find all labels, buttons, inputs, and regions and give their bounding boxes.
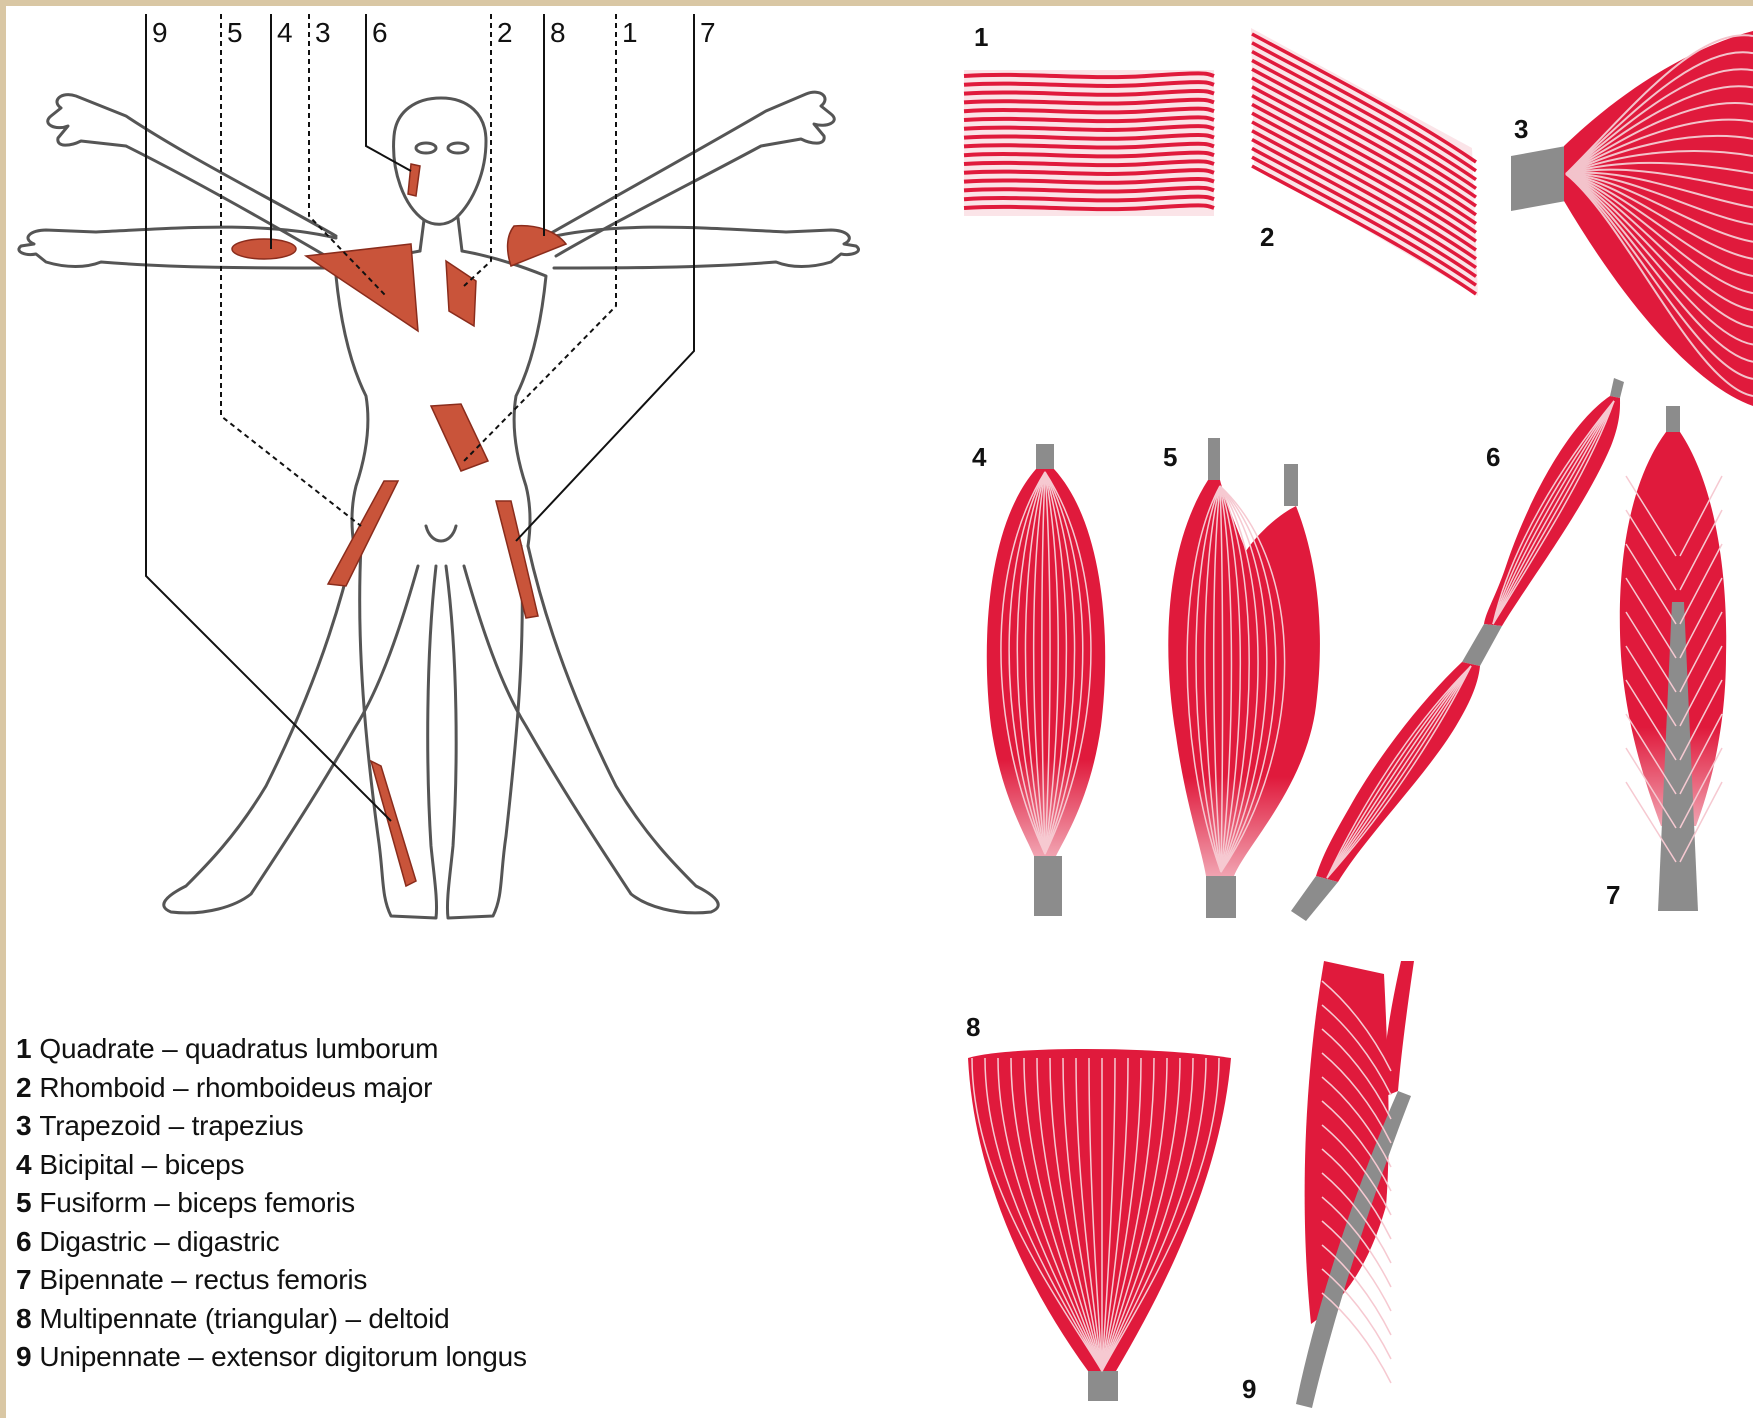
body-muscle-biceps — [232, 239, 296, 259]
pointer-label-8: 8 — [550, 17, 566, 48]
legend-row-3: 3 Trapezoid – trapezius — [16, 1107, 527, 1146]
legend-row-2: 2 Rhomboid – rhomboideus major — [16, 1069, 527, 1108]
legend-row-8: 8 Multipennate (triangular) – deltoid — [16, 1300, 527, 1339]
muscle-bipennate — [1620, 406, 1726, 911]
head-outline — [394, 98, 486, 224]
pointer-label-5: 5 — [227, 17, 243, 48]
legend-num: 3 — [16, 1110, 31, 1141]
legend-text: Quadrate – quadratus lumborum — [39, 1033, 438, 1064]
legend-row-1: 1 Quadrate – quadratus lumborum — [16, 1030, 527, 1069]
human-figure — [19, 92, 859, 918]
groin-outline — [426, 526, 456, 541]
figure-label-9: 9 — [1242, 1374, 1256, 1404]
left-eye — [416, 143, 436, 153]
legend-row-6: 6 Digastric – digastric — [16, 1223, 527, 1262]
figure-label-2: 2 — [1260, 222, 1274, 252]
body-muscles — [232, 164, 566, 886]
legend-text: Multipennate (triangular) – deltoid — [39, 1303, 449, 1334]
leader-line-9 — [146, 14, 391, 821]
pointer-label-9: 9 — [152, 17, 168, 48]
legend-row-5: 5 Fusiform – biceps femoris — [16, 1184, 527, 1223]
figure-label-3: 3 — [1514, 114, 1528, 144]
body-muscle-rhomboid — [446, 261, 476, 326]
legend-num: 5 — [16, 1187, 31, 1218]
figure-label-4: 4 — [972, 442, 987, 472]
muscle-quadrate — [964, 70, 1214, 216]
legend-row-9: 9 Unipennate – extensor digitorum longus — [16, 1338, 527, 1377]
pointer-label-2: 2 — [497, 17, 513, 48]
pointer-label-7: 7 — [700, 17, 716, 48]
legend-num: 1 — [16, 1033, 31, 1064]
leader-line-7 — [516, 14, 694, 541]
legend-text: Bicipital – biceps — [39, 1149, 244, 1180]
muscle-fusiform — [1168, 438, 1320, 918]
body-muscle-biceps-femoris — [328, 481, 398, 586]
legend-num: 6 — [16, 1226, 31, 1257]
legend-num: 7 — [16, 1264, 31, 1295]
legend-text: Rhomboid – rhomboideus major — [39, 1072, 432, 1103]
leader-lines — [146, 14, 694, 821]
right-eye — [448, 143, 468, 153]
muscle-fiber — [1327, 666, 1471, 878]
figure-label-7: 7 — [1606, 880, 1620, 910]
horizontal-arm-right — [546, 227, 858, 268]
legend: 1 Quadrate – quadratus lumborum 2 Rhomboid… — [16, 1030, 527, 1377]
pointer-labels: 9 5 4 3 6 2 8 1 7 — [152, 17, 716, 48]
diagram-frame: 9 5 4 3 6 2 8 1 7 — [6, 6, 1753, 1418]
legend-text: Bipennate – rectus femoris — [39, 1264, 367, 1295]
legend-num: 2 — [16, 1072, 31, 1103]
body-muscle-digastric — [408, 164, 420, 196]
body-muscle-trapezius — [306, 244, 418, 331]
muscle-rhomboid — [1251, 28, 1478, 296]
muscle-trapezoid — [1511, 31, 1753, 406]
legend-num: 9 — [16, 1341, 31, 1372]
legend-row-4: 4 Bicipital – biceps — [16, 1146, 527, 1185]
muscle-bicipital — [987, 444, 1105, 916]
legend-text: Fusiform – biceps femoris — [39, 1187, 355, 1218]
legend-text: Unipennate – extensor digitorum longus — [39, 1341, 526, 1372]
figure-label-5: 5 — [1163, 442, 1177, 472]
muscle-unipennate — [1296, 961, 1414, 1408]
legend-text: Trapezoid – trapezius — [39, 1110, 303, 1141]
leg-straight-left — [360, 546, 437, 918]
body-muscle-deltoid — [508, 226, 566, 266]
muscle-multipennate — [968, 1049, 1231, 1401]
figure-label-8: 8 — [966, 1012, 980, 1042]
pointer-label-4: 4 — [277, 17, 293, 48]
legend-num: 8 — [16, 1303, 31, 1334]
legend-text: Digastric – digastric — [39, 1226, 279, 1257]
muscle-digastric — [1291, 378, 1624, 921]
figure-label-1: 1 — [974, 22, 988, 52]
figure-label-6: 6 — [1486, 442, 1500, 472]
legend-num: 4 — [16, 1149, 31, 1180]
pointer-label-3: 3 — [315, 17, 331, 48]
pointer-label-6: 6 — [372, 17, 388, 48]
pointer-label-1: 1 — [622, 17, 638, 48]
legend-row-7: 7 Bipennate – rectus femoris — [16, 1261, 527, 1300]
leg-straight-right — [446, 546, 522, 918]
body-muscle-quadratus — [431, 404, 488, 471]
